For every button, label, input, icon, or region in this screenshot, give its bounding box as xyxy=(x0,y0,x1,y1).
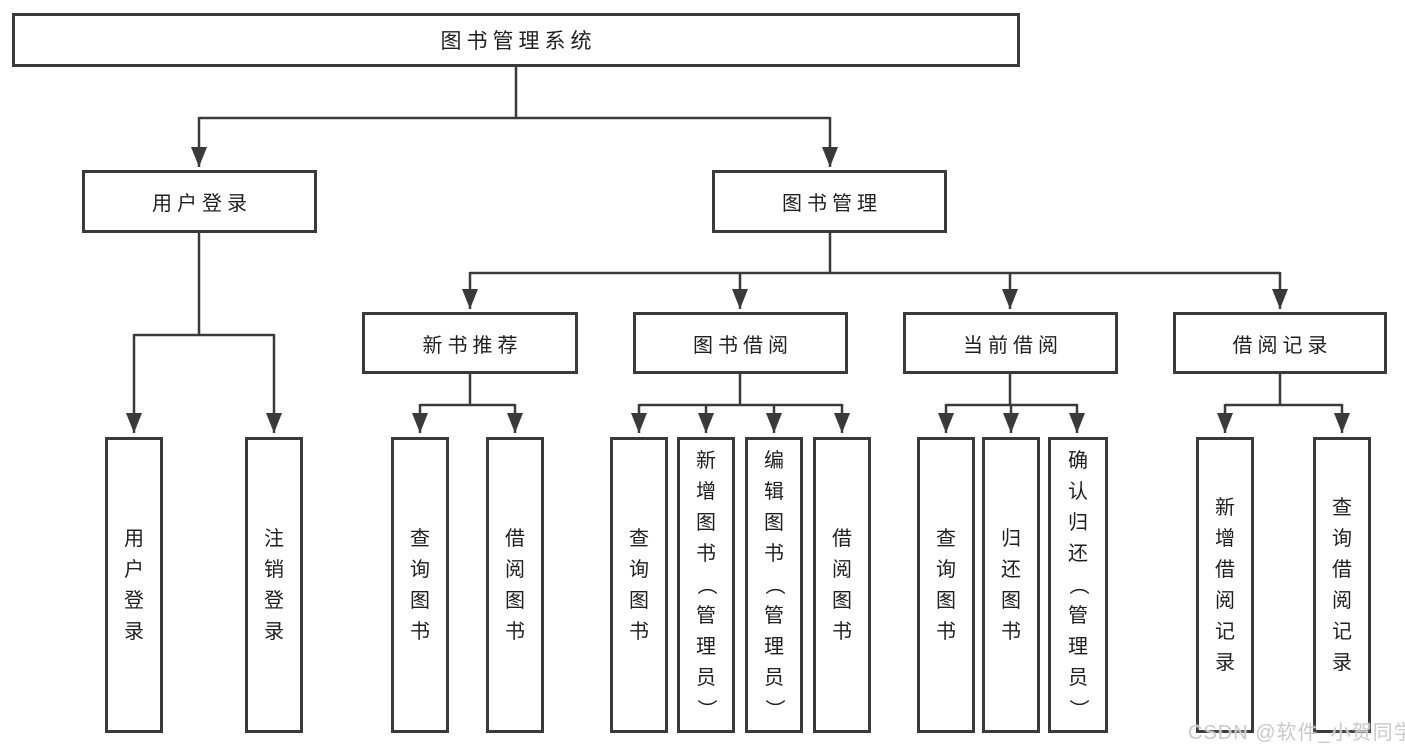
node-label: 查询借阅记录 xyxy=(1332,496,1352,674)
node-label: 图书借阅 xyxy=(693,334,793,357)
leaf-bb-borrow-books: 借阅图书 xyxy=(813,437,871,733)
node-label: 借阅图书 xyxy=(505,527,525,643)
leaf-bb-query-books: 查询图书 xyxy=(610,437,668,733)
leaf-br-query-record: 查询借阅记录 xyxy=(1313,437,1371,733)
node-label: 注销登录 xyxy=(264,527,284,643)
node-book-borrow: 图书借阅 xyxy=(633,312,848,374)
node-label: 新书推荐 xyxy=(422,334,523,357)
leaf-nb-query-books: 查询图书 xyxy=(391,437,449,733)
node-label: 新增图书（管理员） xyxy=(695,450,717,719)
node-label: 图书管理系统 xyxy=(440,30,597,53)
leaf-bb-edit-book-admin: 编辑图书（管理员） xyxy=(745,437,803,733)
node-label: 用户登录 xyxy=(124,527,144,643)
node-label: 借阅图书 xyxy=(832,527,852,643)
leaf-bb-add-book-admin: 新增图书（管理员） xyxy=(677,437,735,733)
node-label: 确认归还（管理员） xyxy=(1067,450,1089,719)
node-label: 借阅记录 xyxy=(1232,334,1333,357)
csdn-watermark: CSDN @软件_小贺同学 xyxy=(1188,722,1405,744)
node-label: 图书管理 xyxy=(782,193,882,215)
node-book-management: 图书管理 xyxy=(712,170,947,233)
leaf-cb-query-books: 查询图书 xyxy=(917,437,975,733)
leaf-logout: 注销登录 xyxy=(245,437,303,733)
node-label: 查询图书 xyxy=(629,527,649,643)
node-label: 归还图书 xyxy=(1001,527,1021,643)
node-new-book-recommend: 新书推荐 xyxy=(362,312,578,374)
node-label: 当前借阅 xyxy=(963,334,1063,357)
node-library-management-system: 图书管理系统 xyxy=(12,13,1020,67)
node-borrow-records: 借阅记录 xyxy=(1173,312,1387,374)
leaf-br-add-record: 新增借阅记录 xyxy=(1196,437,1254,733)
node-label: 查询图书 xyxy=(936,527,956,643)
leaf-cb-return-books: 归还图书 xyxy=(982,437,1040,733)
node-label: 新增借阅记录 xyxy=(1215,496,1235,674)
node-user-login: 用户登录 xyxy=(82,170,317,233)
node-label: 编辑图书（管理员） xyxy=(763,450,785,719)
node-label: 用户登录 xyxy=(152,193,252,215)
leaf-nb-borrow-books: 借阅图书 xyxy=(486,437,544,733)
leaf-cb-confirm-return-admin: 确认归还（管理员） xyxy=(1048,437,1108,733)
node-label: 查询图书 xyxy=(410,527,430,643)
leaf-user-login: 用户登录 xyxy=(105,437,163,733)
node-current-borrow: 当前借阅 xyxy=(903,312,1118,374)
connector-group xyxy=(126,66,1350,433)
